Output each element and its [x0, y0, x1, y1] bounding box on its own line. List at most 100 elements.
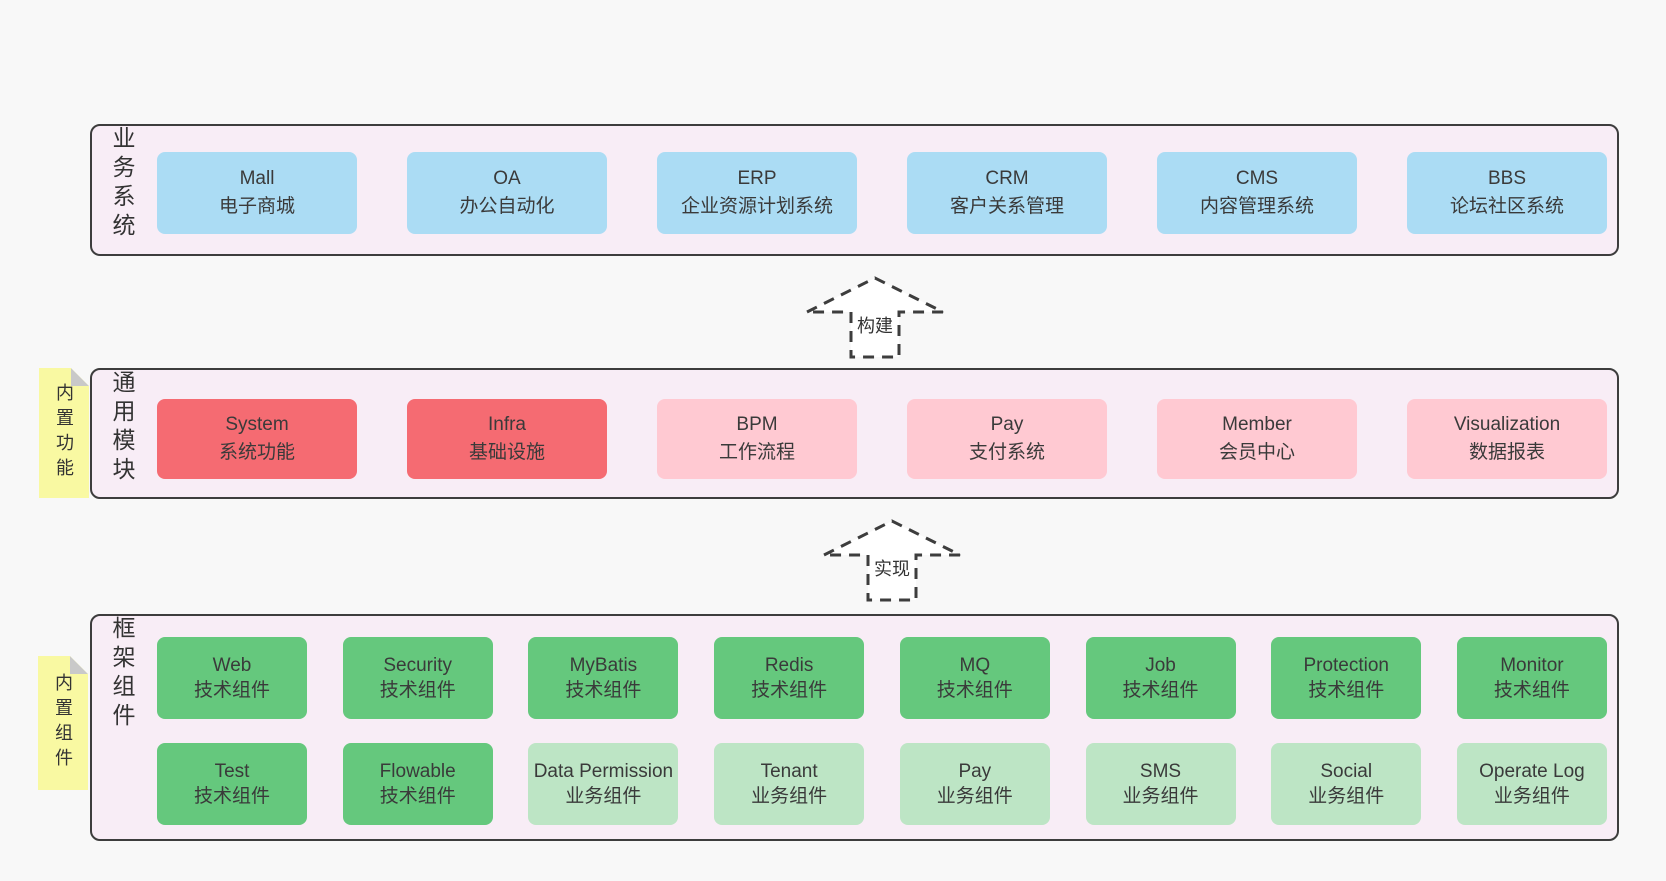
box-title: SMS [1139, 761, 1182, 782]
box-test: Test 技术组件 [157, 743, 307, 825]
box-subtitle: 工作流程 [718, 442, 795, 463]
note-fold-corner [70, 656, 88, 674]
box-subtitle: 技术组件 [379, 680, 456, 701]
layer-components-label: 框架组件 [109, 616, 135, 732]
box-title: Web [212, 655, 252, 676]
box-data-permission: Data Permission 业务组件 [528, 743, 679, 825]
box-system: System 系统功能 [157, 399, 357, 479]
box-title: Tenant [760, 761, 818, 782]
box-title: Security [383, 655, 453, 676]
box-cms: CMS 内容管理系统 [1157, 152, 1357, 234]
implement-arrow-text: 实现 [871, 559, 913, 579]
box-subtitle: 技术组件 [1493, 680, 1570, 701]
box-title: Flowable [379, 761, 456, 782]
box-title: ERP [737, 168, 777, 189]
box-subtitle: 技术组件 [193, 680, 270, 701]
note-text: 内置组件 [53, 673, 73, 773]
box-subtitle: 客户关系管理 [949, 196, 1064, 217]
implement-arrow-label: 实现 [822, 555, 962, 581]
box-subtitle: 技术组件 [379, 786, 456, 807]
note-text: 内置功能 [54, 383, 74, 483]
box-subtitle: 技术组件 [1122, 680, 1199, 701]
box-member: Member 会员中心 [1157, 399, 1357, 479]
box-title: MQ [959, 655, 991, 676]
box-protection: Protection 技术组件 [1271, 637, 1422, 719]
box-operate-log: Operate Log 业务组件 [1456, 743, 1607, 825]
box-title: Protection [1303, 655, 1389, 676]
box-social: Social 业务组件 [1271, 743, 1422, 825]
box-subtitle: 会员中心 [1218, 442, 1295, 463]
box-subtitle: 办公自动化 [459, 196, 555, 217]
box-subtitle: 业务组件 [1308, 786, 1385, 807]
box-oa: OA 办公自动化 [407, 152, 607, 234]
box-title: Data Permission [533, 761, 674, 782]
box-bpm: BPM 工作流程 [657, 399, 857, 479]
sticky-note-builtin-features: 内置功能 [39, 368, 89, 498]
layer-business-label: 业务系统 [109, 126, 135, 242]
box-subtitle: 数据报表 [1468, 442, 1545, 463]
box-title: OA [493, 168, 521, 189]
box-subtitle: 技术组件 [936, 680, 1013, 701]
box-security: Security 技术组件 [342, 637, 493, 719]
box-title: CRM [985, 168, 1029, 189]
note-fold-corner [71, 368, 89, 386]
box-erp: ERP 企业资源计划系统 [657, 152, 857, 234]
box-title: System [225, 414, 289, 435]
box-title: Member [1222, 414, 1292, 435]
box-title: Monitor [1500, 655, 1564, 676]
box-job: Job 技术组件 [1085, 637, 1236, 719]
layer-framework-components: 框架组件 Web 技术组件 Security 技术组件 MyBatis 技术组件… [90, 614, 1619, 841]
box-title: Pay [990, 414, 1024, 435]
box-subtitle: 系统功能 [218, 442, 295, 463]
box-crm: CRM 客户关系管理 [907, 152, 1107, 234]
box-visualization: Visualization 数据报表 [1407, 399, 1607, 479]
box-subtitle: 技术组件 [751, 680, 828, 701]
box-mq: MQ 技术组件 [899, 637, 1050, 719]
box-title: Pay [958, 761, 992, 782]
box-tenant: Tenant 业务组件 [714, 743, 865, 825]
box-flowable: Flowable 技术组件 [342, 743, 493, 825]
box-title: CMS [1235, 168, 1279, 189]
layer-modules-label: 通用模块 [109, 370, 135, 486]
box-title: Visualization [1453, 414, 1561, 435]
box-pay: Pay 支付系统 [907, 399, 1107, 479]
box-title: Job [1145, 655, 1176, 676]
box-subtitle: 业务组件 [565, 786, 642, 807]
box-title: Redis [764, 655, 814, 676]
box-monitor: Monitor 技术组件 [1456, 637, 1607, 719]
box-title: Test [214, 761, 250, 782]
box-subtitle: 企业资源计划系统 [680, 196, 833, 217]
box-subtitle: 业务组件 [1122, 786, 1199, 807]
box-sms: SMS 业务组件 [1085, 743, 1236, 825]
build-arrow-text: 构建 [854, 316, 896, 336]
box-subtitle: 业务组件 [936, 786, 1013, 807]
components-box-row-1: Web 技术组件 Security 技术组件 MyBatis 技术组件 Redi… [157, 637, 1607, 719]
box-subtitle: 电子商城 [218, 196, 295, 217]
sticky-note-builtin-components: 内置组件 [38, 656, 88, 790]
components-box-row-2: Test 技术组件 Flowable 技术组件 Data Permission … [157, 743, 1607, 825]
box-subtitle: 技术组件 [565, 680, 642, 701]
box-subtitle: 业务组件 [751, 786, 828, 807]
box-web: Web 技术组件 [157, 637, 307, 719]
box-mybatis: MyBatis 技术组件 [528, 637, 679, 719]
box-title: BPM [736, 414, 778, 435]
box-subtitle: 内容管理系统 [1199, 196, 1314, 217]
box-pay: Pay 业务组件 [899, 743, 1050, 825]
box-title: Mall [239, 168, 275, 189]
layer-common-modules: 通用模块 System 系统功能 Infra 基础设施 BPM 工作流程 Pay… [90, 368, 1619, 499]
box-infra: Infra 基础设施 [407, 399, 607, 479]
box-bbs: BBS 论坛社区系统 [1407, 152, 1607, 234]
box-title: Social [1320, 761, 1373, 782]
box-mall: Mall 电子商城 [157, 152, 357, 234]
box-title: Operate Log [1479, 761, 1585, 782]
box-subtitle: 支付系统 [968, 442, 1045, 463]
business-box-row: Mall 电子商城 OA 办公自动化 ERP 企业资源计划系统 CRM 客户关系… [157, 152, 1607, 234]
layer-business-systems: 业务系统 Mall 电子商城 OA 办公自动化 ERP 企业资源计划系统 CRM… [90, 124, 1619, 256]
box-subtitle: 基础设施 [468, 442, 545, 463]
build-arrow-label: 构建 [805, 312, 945, 338]
box-title: BBS [1487, 168, 1527, 189]
box-title: MyBatis [569, 655, 638, 676]
box-subtitle: 技术组件 [1308, 680, 1385, 701]
box-title: Infra [487, 414, 527, 435]
